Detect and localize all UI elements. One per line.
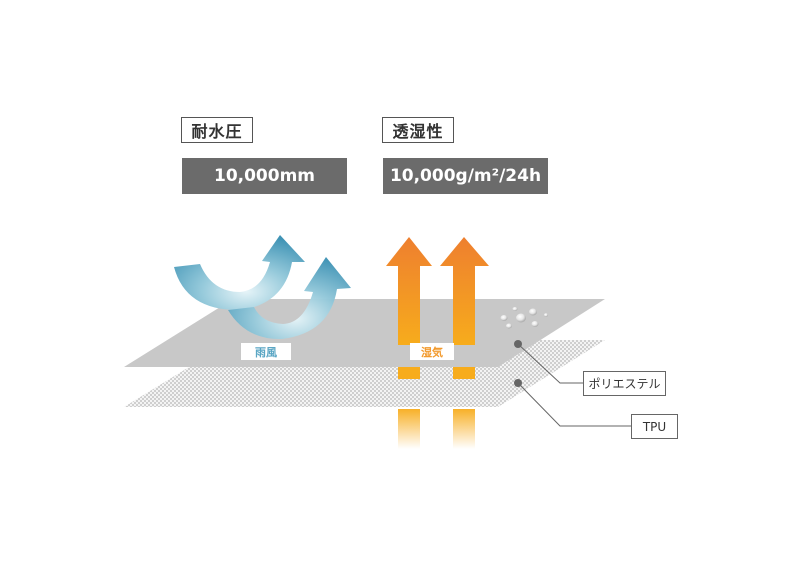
water-resistance-heading: 耐水圧: [181, 117, 253, 143]
moisture-arrow-2-mid: [453, 367, 475, 379]
polyester-callout: ポリエステル: [583, 371, 666, 396]
tpu-callout: TPU: [631, 414, 678, 439]
tpu-marker-dot: [514, 379, 522, 387]
leader-lines: [517, 343, 631, 427]
moisture-arrow-2: [440, 237, 489, 345]
moisture-arrow-1-mid: [398, 367, 420, 379]
moisture-arrow-1-fade: [398, 409, 420, 449]
moisture-arrow-1: [386, 237, 432, 345]
moisture-label: 湿気: [410, 343, 454, 360]
moisture-arrow-2-fade: [453, 409, 475, 449]
water-resistance-value: 10,000mm: [182, 158, 347, 194]
wind-rain-arrow-1: [174, 235, 305, 311]
water-droplets-icon: [500, 307, 548, 329]
wind-rain-arrow-2: [228, 257, 351, 340]
wind-rain-label: 雨風: [241, 343, 291, 360]
breathability-value: 10,000g/m²/24h: [383, 158, 548, 194]
polyester-marker-dot: [514, 340, 522, 348]
breathability-heading: 透湿性: [382, 117, 454, 143]
